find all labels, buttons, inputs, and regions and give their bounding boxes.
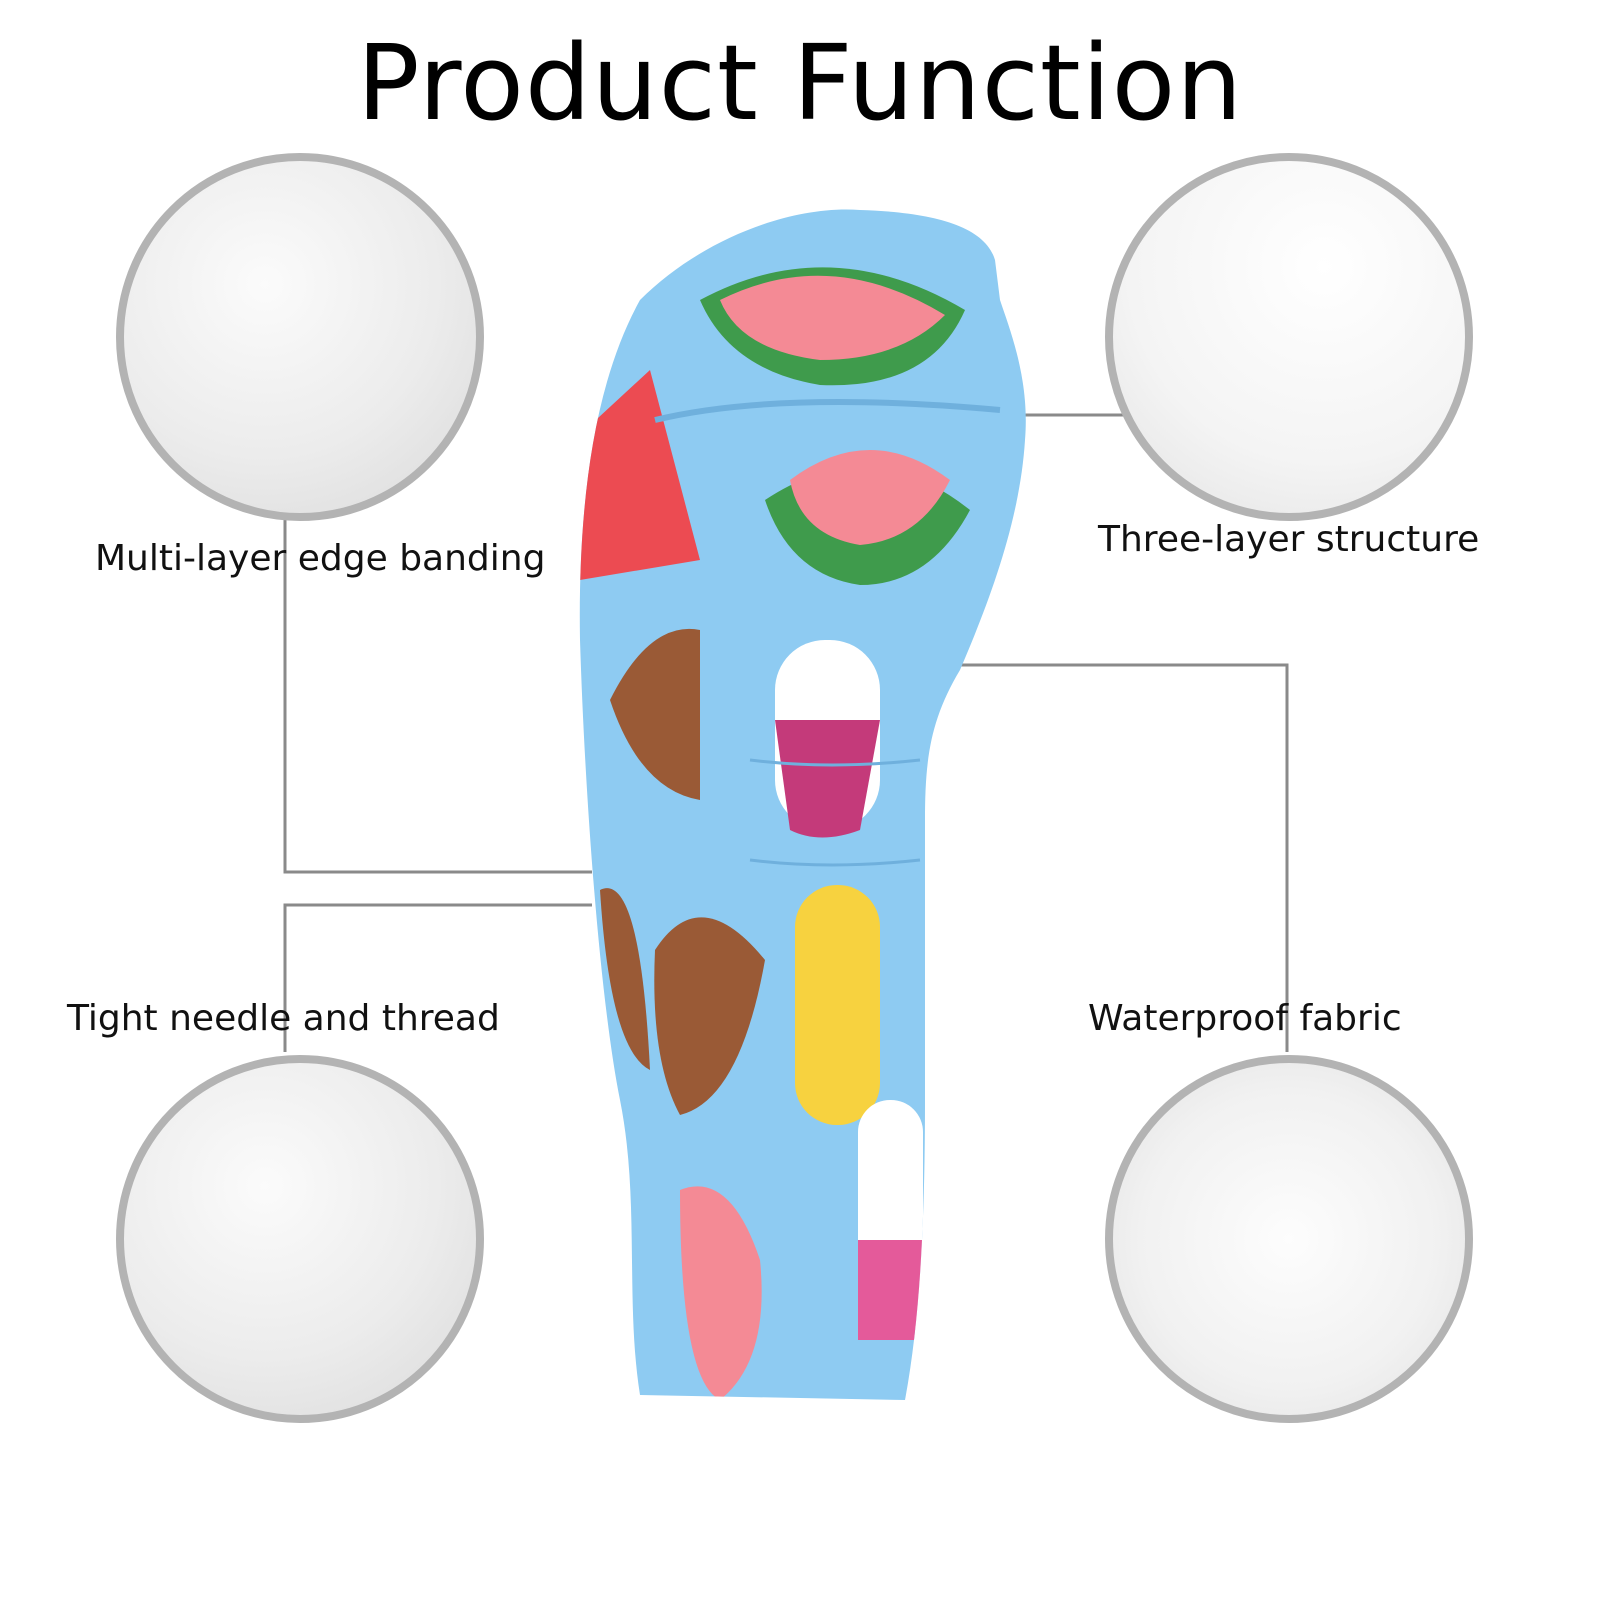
- connector-needle-thread: [283, 903, 592, 1052]
- stitching-closeup: [116, 1055, 484, 1423]
- feature-label-waterproof: Waterproof fabric: [1088, 998, 1402, 1039]
- connector-waterproof: [895, 663, 1289, 1052]
- feature-label-edge-banding: Multi-layer edge banding: [95, 538, 546, 579]
- page-title: Product Function: [356, 22, 1244, 144]
- feature-label-needle-thread: Tight needle and thread: [67, 998, 500, 1039]
- layer-structure-closeup: [1105, 153, 1473, 521]
- connector-edge-banding: [283, 515, 592, 874]
- waterproof-closeup: [1105, 1055, 1473, 1423]
- edge-banding-closeup: [116, 153, 484, 521]
- feature-label-three-layer: Three-layer structure: [1098, 519, 1480, 560]
